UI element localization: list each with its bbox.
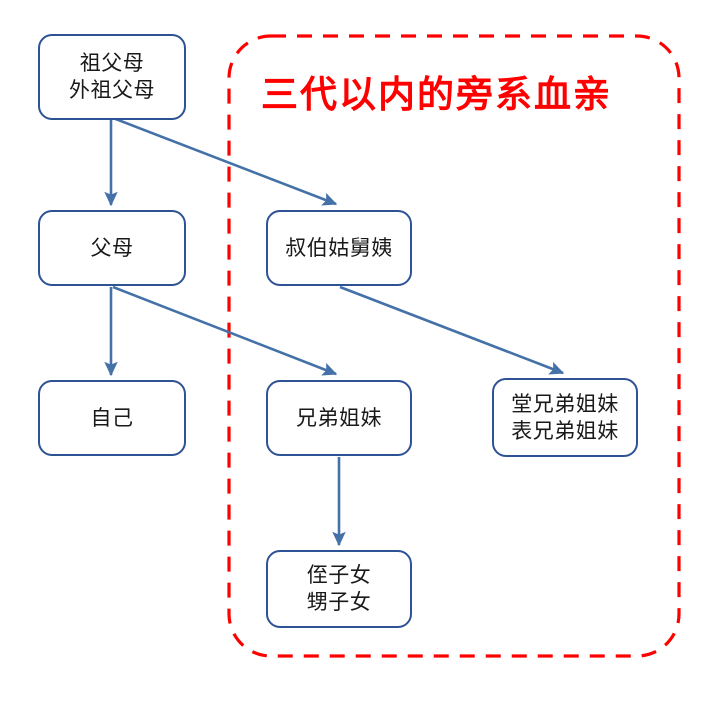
edge-uncles-aunts-to-cousins	[339, 285, 565, 375]
node-parents[interactable]: 父母	[38, 210, 186, 286]
node-self[interactable]: 自己	[38, 380, 186, 456]
node-self-label: 自己	[90, 405, 134, 430]
node-parents-label: 父母	[90, 235, 134, 260]
node-nephews-nieces[interactable]: 侄子女 甥子女	[266, 550, 412, 628]
edge-grandparents-to-uncles-aunts	[112, 116, 338, 206]
node-uncles-aunts[interactable]: 叔伯姑舅姨	[266, 210, 412, 286]
node-uncles-aunts-label: 叔伯姑舅姨	[285, 235, 393, 260]
node-siblings[interactable]: 兄弟姐妹	[266, 380, 412, 456]
collateral-relatives-region-title: 三代以内的旁系血亲	[261, 73, 612, 116]
node-grandparents[interactable]: 祖父母 外祖父母	[38, 34, 186, 120]
collateral-relatives-region-outline	[227, 34, 681, 658]
edge-parents-to-siblings	[112, 285, 338, 376]
node-nephews-nieces-label: 侄子女 甥子女	[306, 563, 372, 614]
node-cousins[interactable]: 堂兄弟姐妹 表兄弟姐妹	[492, 378, 638, 457]
node-cousins-label: 堂兄弟姐妹 表兄弟姐妹	[511, 391, 619, 443]
node-grandparents-label: 祖父母 外祖父母	[69, 51, 155, 102]
node-siblings-label: 兄弟姐妹	[296, 405, 382, 430]
